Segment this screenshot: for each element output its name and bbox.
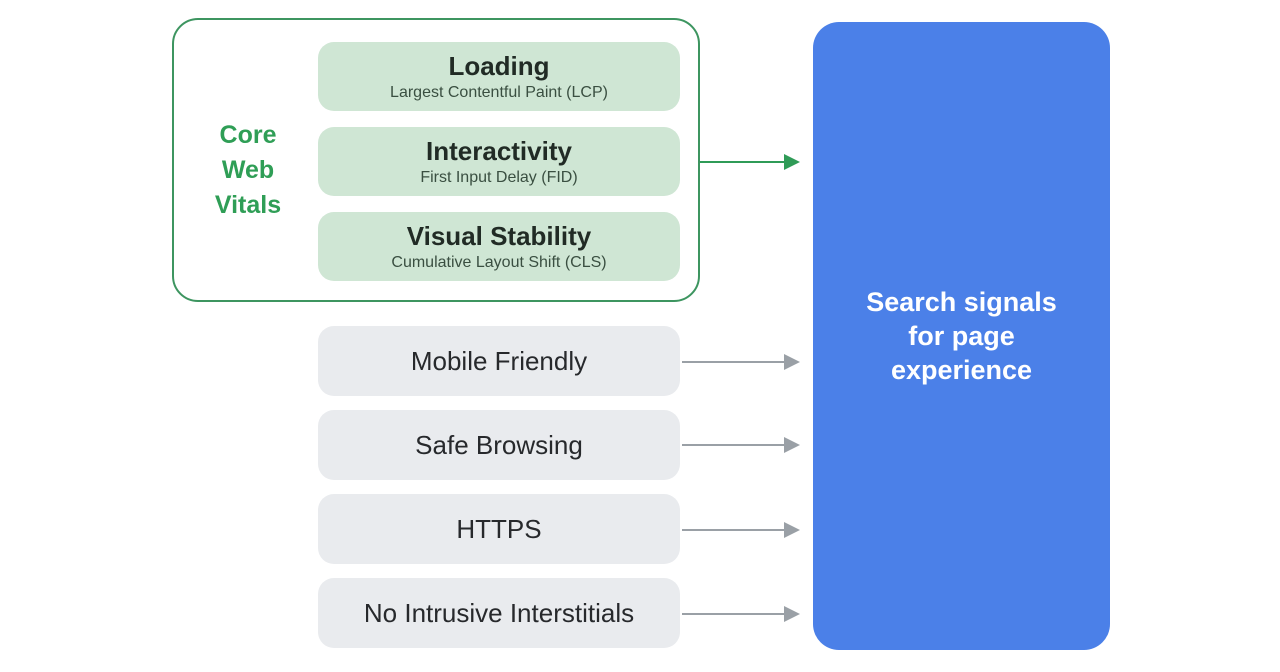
cwv-item-loading: Loading Largest Contentful Paint (LCP) bbox=[318, 42, 680, 111]
arrow-line bbox=[682, 612, 784, 616]
arrowhead-icon bbox=[784, 154, 800, 170]
signal-label: Mobile Friendly bbox=[410, 346, 588, 376]
signal-safe-browsing: Safe Browsing bbox=[318, 410, 680, 480]
arrowhead-icon bbox=[784, 354, 800, 370]
cwv-item-visual-stability: Visual Stability Cumulative Layout Shift… bbox=[318, 212, 680, 281]
signal-label: HTTPS bbox=[456, 514, 542, 544]
arrow-line bbox=[700, 160, 784, 164]
arrowhead-icon bbox=[784, 437, 800, 453]
cwv-item-title: Loading bbox=[448, 50, 550, 81]
no-intrusive-interstitials-arrow bbox=[682, 606, 800, 622]
cwv-item-title: Visual Stability bbox=[406, 220, 592, 251]
cwv-item-subtitle: Cumulative Layout Shift (CLS) bbox=[391, 253, 607, 271]
signal-mobile-friendly: Mobile Friendly bbox=[318, 326, 680, 396]
cwv-item-title: Interactivity bbox=[426, 135, 572, 166]
signal-no-intrusive-interstitials: No Intrusive Interstitials bbox=[318, 578, 680, 648]
signal-label: Safe Browsing bbox=[415, 430, 583, 460]
https-arrow bbox=[682, 522, 800, 538]
core-web-vitals-arrow bbox=[700, 154, 800, 170]
cwv-item-subtitle: First Input Delay (FID) bbox=[420, 168, 578, 186]
arrowhead-icon bbox=[784, 606, 800, 622]
search-signals-result-box: Search signals for page experience bbox=[813, 22, 1110, 650]
cwv-item-subtitle: Largest Contentful Paint (LCP) bbox=[390, 83, 608, 101]
arrow-line bbox=[682, 360, 784, 364]
safe-browsing-arrow bbox=[682, 437, 800, 453]
mobile-friendly-arrow bbox=[682, 354, 800, 370]
arrow-line bbox=[682, 528, 784, 532]
signal-label: No Intrusive Interstitials bbox=[363, 598, 635, 628]
signal-https: HTTPS bbox=[318, 494, 680, 564]
arrowhead-icon bbox=[784, 522, 800, 538]
core-web-vitals-label: Core Web Vitals bbox=[214, 121, 282, 219]
search-signals-label: Search signals for page experience bbox=[866, 287, 1057, 385]
cwv-item-interactivity: Interactivity First Input Delay (FID) bbox=[318, 127, 680, 196]
arrow-line bbox=[682, 443, 784, 447]
